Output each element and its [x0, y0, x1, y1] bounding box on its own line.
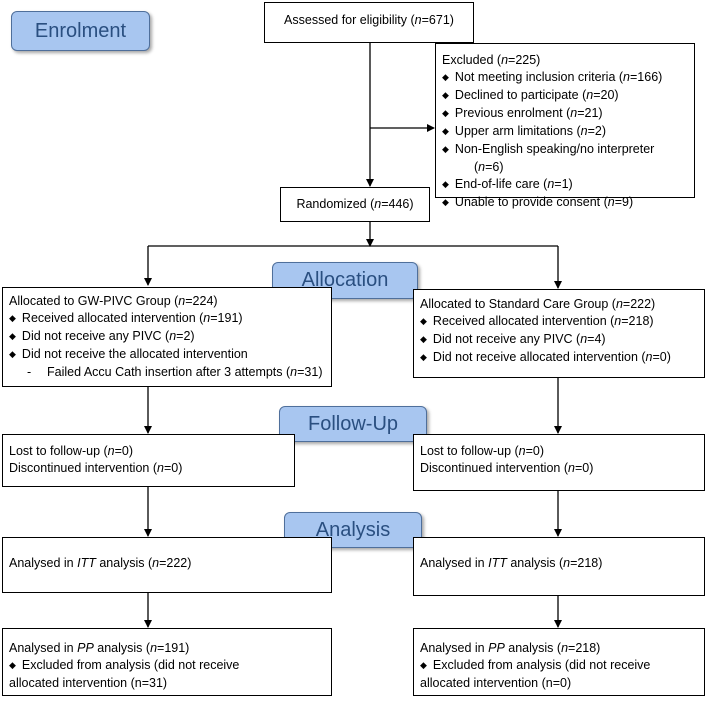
allocation-right-item: ◆Did not receive allocated intervention … [420, 350, 671, 364]
assessed-box: Assessed for eligibility (n=671) [264, 2, 474, 43]
pp-right-box: Analysed in PP analysis (n=218) ◆Exclude… [413, 628, 705, 696]
allocation-right-box: Allocated to Standard Care Group (n=222)… [413, 289, 705, 378]
followup-left-discontinued: Discontinued intervention (n=0) [9, 461, 183, 475]
allocation-left-item: ◆Received allocated intervention (n=191) [9, 311, 243, 325]
stage-allocation-label: Allocation [301, 269, 389, 291]
stage-followup-label: Follow-Up [307, 412, 399, 435]
pp-left-excluded: ◆Excluded from analysis (did not receive [9, 658, 240, 672]
allocation-left-box: Allocated to GW-PIVC Group (n=224) ◆Rece… [2, 287, 332, 387]
allocation-right-item: ◆Did not receive any PIVC (n=4) [420, 332, 606, 346]
followup-left-box: Lost to follow-up (n=0) Discontinued int… [2, 434, 295, 487]
excluded-title: Excluded (n=225) [442, 53, 541, 67]
pp-left-text: Analysed in PP analysis (n=191) [9, 641, 190, 655]
assessed-text: Assessed for eligibility (n=671) [284, 13, 454, 27]
pp-right-excluded-continued: allocated intervention (n=0) [420, 676, 572, 690]
randomized-box: Randomized (n=446) [280, 187, 430, 222]
allocation-right-title: Allocated to Standard Care Group (n=222) [420, 297, 656, 311]
itt-left-box: Analysed in ITT analysis (n=222) [2, 537, 332, 593]
itt-right-text: Analysed in ITT analysis (n=218) [420, 556, 603, 570]
pp-right-excluded: ◆Excluded from analysis (did not receive [420, 658, 651, 672]
stage-enrolment-label: Enrolment [34, 19, 127, 42]
excluded-item: ◆Previous enrolment (n=21) [442, 106, 603, 120]
excluded-item-continued: (n=6) [474, 160, 504, 174]
excluded-item: ◆Declined to participate (n=20) [442, 88, 619, 102]
allocation-right-item: ◆Received allocated intervention (n=218) [420, 314, 654, 328]
pp-left-excluded-continued: allocated intervention (n=31) [9, 676, 168, 690]
excluded-item: ◆Unable to provide consent (n=9) [442, 195, 634, 209]
allocation-left-subitem: -Failed Accu Cath insertion after 3 atte… [27, 365, 323, 379]
itt-left-text: Analysed in ITT analysis (n=222) [9, 556, 192, 570]
followup-right-discontinued: Discontinued intervention (n=0) [420, 461, 594, 475]
excluded-item: ◆Not meeting inclusion criteria (n=166) [442, 70, 663, 84]
followup-left-lost: Lost to follow-up (n=0) [9, 444, 134, 458]
stage-enrolment: Enrolment [11, 11, 150, 51]
pp-left-box: Analysed in PP analysis (n=191) ◆Exclude… [2, 628, 332, 696]
allocation-left-item: ◆Did not receive any PIVC (n=2) [9, 329, 195, 343]
pp-right-text: Analysed in PP analysis (n=218) [420, 641, 601, 655]
stage-followup: Follow-Up [279, 406, 427, 442]
stage-analysis-label: Analysis [315, 518, 391, 541]
excluded-item: ◆Non-English speaking/no interpreter [442, 142, 655, 156]
followup-right-box: Lost to follow-up (n=0) Discontinued int… [413, 434, 705, 491]
allocation-left-title: Allocated to GW-PIVC Group (n=224) [9, 294, 218, 308]
randomized-text: Randomized (n=446) [296, 197, 414, 211]
excluded-box: Excluded (n=225) ◆Not meeting inclusion … [435, 43, 695, 209]
allocation-left-item: ◆Did not receive the allocated intervent… [9, 347, 248, 361]
itt-right-box: Analysed in ITT analysis (n=218) [413, 537, 705, 596]
followup-right-lost: Lost to follow-up (n=0) [420, 444, 545, 458]
excluded-item: ◆End-of-life care (n=1) [442, 177, 573, 191]
excluded-item: ◆Upper arm limitations (n=2) [442, 124, 607, 138]
